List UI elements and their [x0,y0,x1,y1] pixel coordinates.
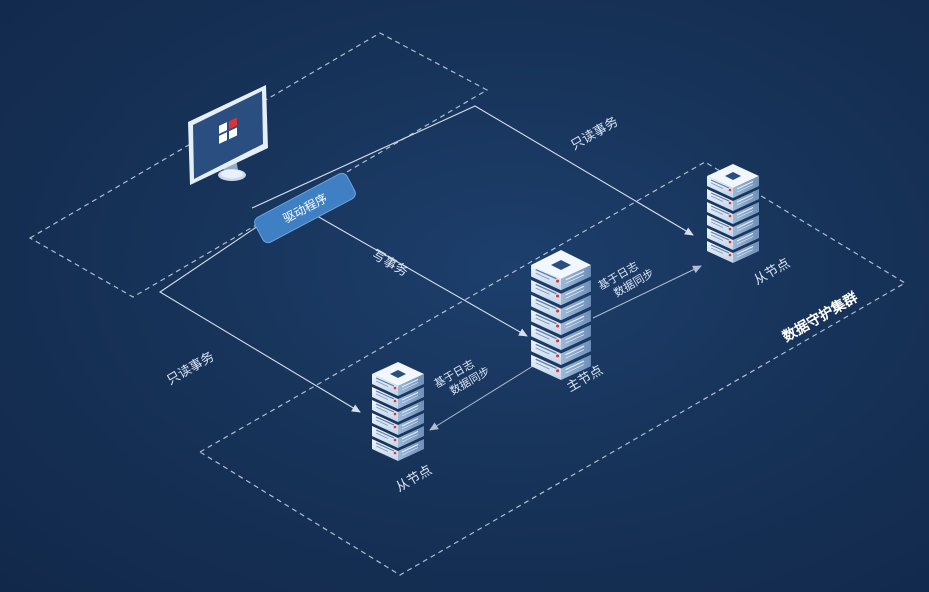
readonly-tx-label-left: 只读事务 [164,349,217,389]
server-icon [531,250,591,380]
cluster-label: 数据守护集群 [780,289,861,346]
driver-badge: 驱动程序 [253,171,358,245]
readonly-tx-arrow-left [160,226,360,412]
monitor-icon [188,85,268,185]
client-region-border [30,33,487,297]
slave-node-label-left: 从节点 [394,463,435,495]
write-tx-arrow [310,212,527,336]
slave-node-label-right: 从节点 [752,256,793,288]
write-tx-label: 写事务 [369,247,411,280]
server-icon [707,164,759,263]
readonly-tx-label-top: 只读事务 [568,114,621,154]
server-icon [372,362,424,461]
